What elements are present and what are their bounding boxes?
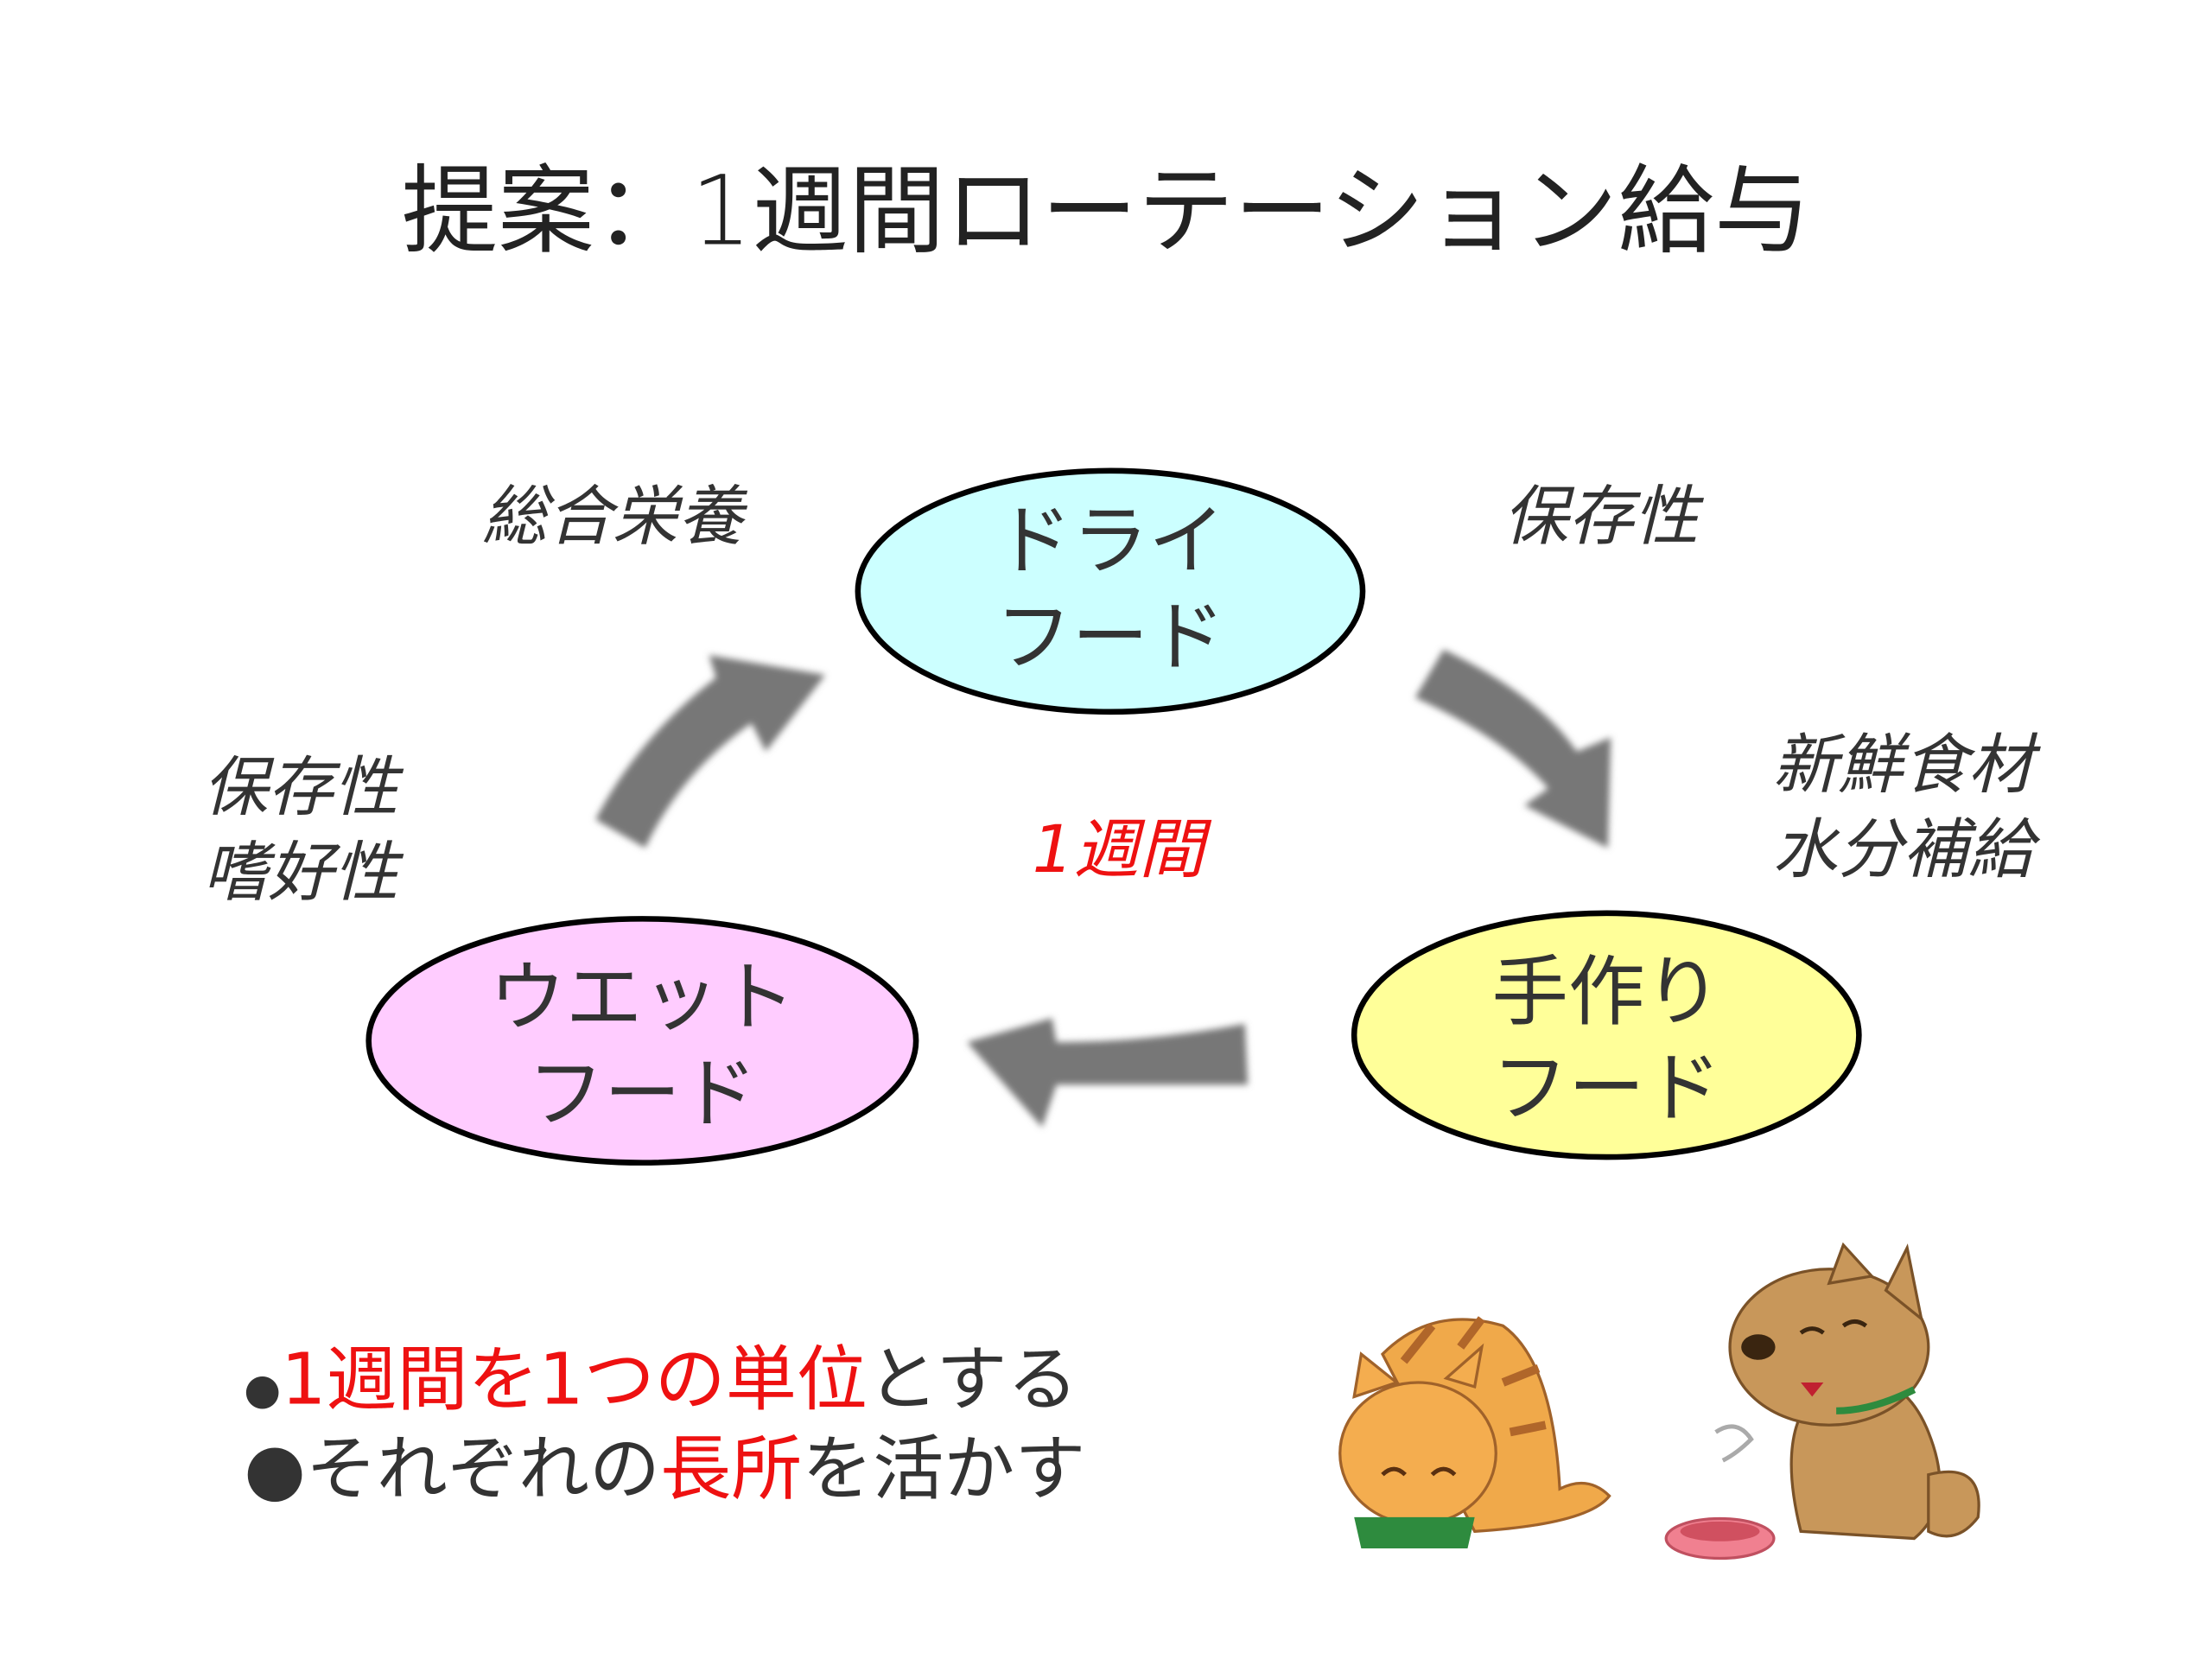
arrow-dry-to-homemade <box>1414 649 1611 849</box>
node-homemade-food: 手作り フード <box>1351 910 1862 1160</box>
svg-text:フード: フード <box>527 1049 757 1138</box>
arrow-wet-to-dry <box>595 655 826 849</box>
note-preservation-wet: 保存性 <box>203 749 404 825</box>
arrow-homemade-to-wet <box>967 1018 1249 1128</box>
center-label-one-week: 1週間 <box>1033 811 1212 887</box>
slide-title: 提案：1週間ローテーション給与 <box>402 155 1811 267</box>
svg-text:フード: フード <box>995 593 1225 682</box>
bullet-1: ●1週間を1つの単位とする <box>244 1339 1077 1421</box>
note-preservation-dry: 保存性 <box>1503 479 1704 555</box>
note-hydration: 水分補給 <box>1772 811 2040 887</box>
svg-text:フード: フード <box>1491 1044 1721 1133</box>
bullet-2: ●それぞれの長所を活かす <box>244 1428 1085 1510</box>
svg-text:ドライ: ドライ <box>995 496 1225 585</box>
note-palatability: 嗜好性 <box>203 834 404 910</box>
svg-text:ウエット: ウエット <box>489 953 795 1042</box>
node-wet-food: ウエット フード <box>365 916 919 1166</box>
node-dry-food: ドライ フード <box>855 467 1366 715</box>
cycle-arrows <box>595 649 1611 1128</box>
dog-illustration <box>1664 1242 1980 1560</box>
cat-eating-illustration <box>1338 1316 1611 1548</box>
svg-text:手作り: 手作り <box>1491 947 1721 1036</box>
note-comprehensive-nutrition: 総合栄養 <box>482 479 747 555</box>
note-fresh-ingredients: 新鮮食材 <box>1772 727 2041 803</box>
